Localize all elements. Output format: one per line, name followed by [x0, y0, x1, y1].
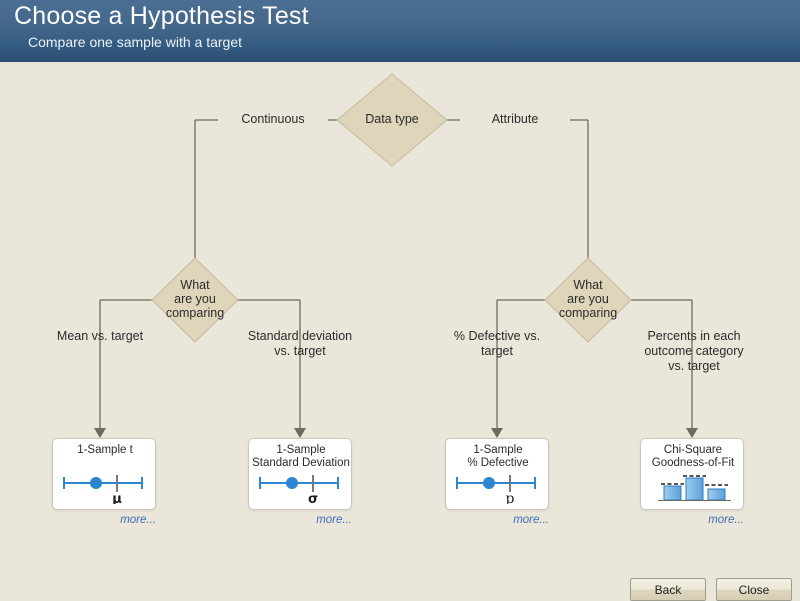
card-pd-title-line1: 1-Sample	[473, 444, 523, 456]
svg-text:σ: σ	[308, 492, 318, 504]
svg-text:μ: μ	[112, 492, 122, 504]
branch-label-attribute: Attribute	[460, 112, 570, 127]
card-chi-title-line2: Goodness-of-Fit	[651, 457, 735, 469]
back-button[interactable]: Back	[630, 578, 706, 601]
svg-text:p: p	[506, 491, 515, 504]
edge-label-defective-line1: % Defective vs.	[453, 329, 541, 343]
diamond-decision-attribute	[544, 257, 632, 343]
arrowhead-stdev	[294, 428, 306, 438]
connector-arrowheads	[94, 428, 698, 438]
branch-label-continuous: Continuous	[218, 112, 328, 127]
title-bar: Choose a Hypothesis Test Compare one sam…	[0, 0, 800, 62]
page-subtitle: Compare one sample with a target	[28, 34, 242, 50]
edge-label-percents-vs-target: Percents in each outcome category vs. ta…	[632, 329, 756, 374]
interval-plot-icon: σ	[259, 475, 339, 504]
page-title: Choose a Hypothesis Test	[14, 2, 309, 30]
arrowhead-percents	[686, 428, 698, 438]
more-link-chi-square-goodness-of-fit[interactable]: more...	[708, 514, 744, 526]
more-link-one-sample-percent-defective[interactable]: more...	[513, 514, 549, 526]
edge-label-stdev-line1: Standard deviation	[247, 329, 353, 343]
card-one-sample-t-title: 1-Sample t	[53, 444, 157, 457]
flowchart-canvas: Data type What are you comparing What ar…	[0, 62, 800, 601]
card-chi-square-goodness-of-fit[interactable]: Chi-Square Goodness-of-Fit	[640, 438, 744, 510]
card-one-sample-t[interactable]: 1-Sample t μ	[52, 438, 156, 510]
card-sd-title-line1: 1-Sample	[276, 444, 326, 456]
card-one-sample-standard-deviation-title: 1-Sample Standard Deviation	[249, 444, 353, 470]
bar-chart-icon	[658, 475, 731, 501]
close-button[interactable]: Close	[716, 578, 792, 601]
edge-label-defective-vs-target: % Defective vs. target	[440, 329, 554, 359]
card-one-sample-percent-defective-title: 1-Sample % Defective	[446, 444, 550, 470]
arrowhead-defective	[491, 428, 503, 438]
diamond-decision-continuous	[151, 257, 239, 343]
more-link-one-sample-t[interactable]: more...	[120, 514, 156, 526]
edge-label-percents-line2: outcome category	[644, 344, 744, 358]
card-one-sample-percent-defective[interactable]: 1-Sample % Defective p	[445, 438, 549, 510]
card-pd-title-line2: % Defective	[467, 457, 529, 469]
diamond-data-type	[336, 73, 448, 167]
flowchart-connectors	[94, 73, 698, 438]
card-sd-title-line2: Standard Deviation	[252, 457, 350, 469]
interval-plot-icon: μ	[63, 475, 143, 504]
edge-label-mean-vs-target: Mean vs. target	[56, 329, 144, 343]
card-one-sample-standard-deviation[interactable]: 1-Sample Standard Deviation σ	[248, 438, 352, 510]
edge-label-percents-line1: Percents in each	[647, 329, 741, 343]
edge-label-stdev-vs-target: Standard deviation vs. target	[238, 329, 362, 359]
card-one-sample-t-title-line1: 1-Sample t	[77, 444, 133, 456]
card-chi-square-goodness-of-fit-title: Chi-Square Goodness-of-Fit	[641, 444, 745, 470]
more-link-one-sample-standard-deviation[interactable]: more...	[316, 514, 352, 526]
interval-plot-icon: p	[456, 475, 536, 504]
card-chi-title-line1: Chi-Square	[663, 444, 723, 456]
edge-label-percents-line3: vs. target	[668, 359, 720, 373]
arrowhead-mean	[94, 428, 106, 438]
edge-label-stdev-line2: vs. target	[274, 344, 326, 358]
edge-label-defective-line2: target	[481, 344, 513, 358]
